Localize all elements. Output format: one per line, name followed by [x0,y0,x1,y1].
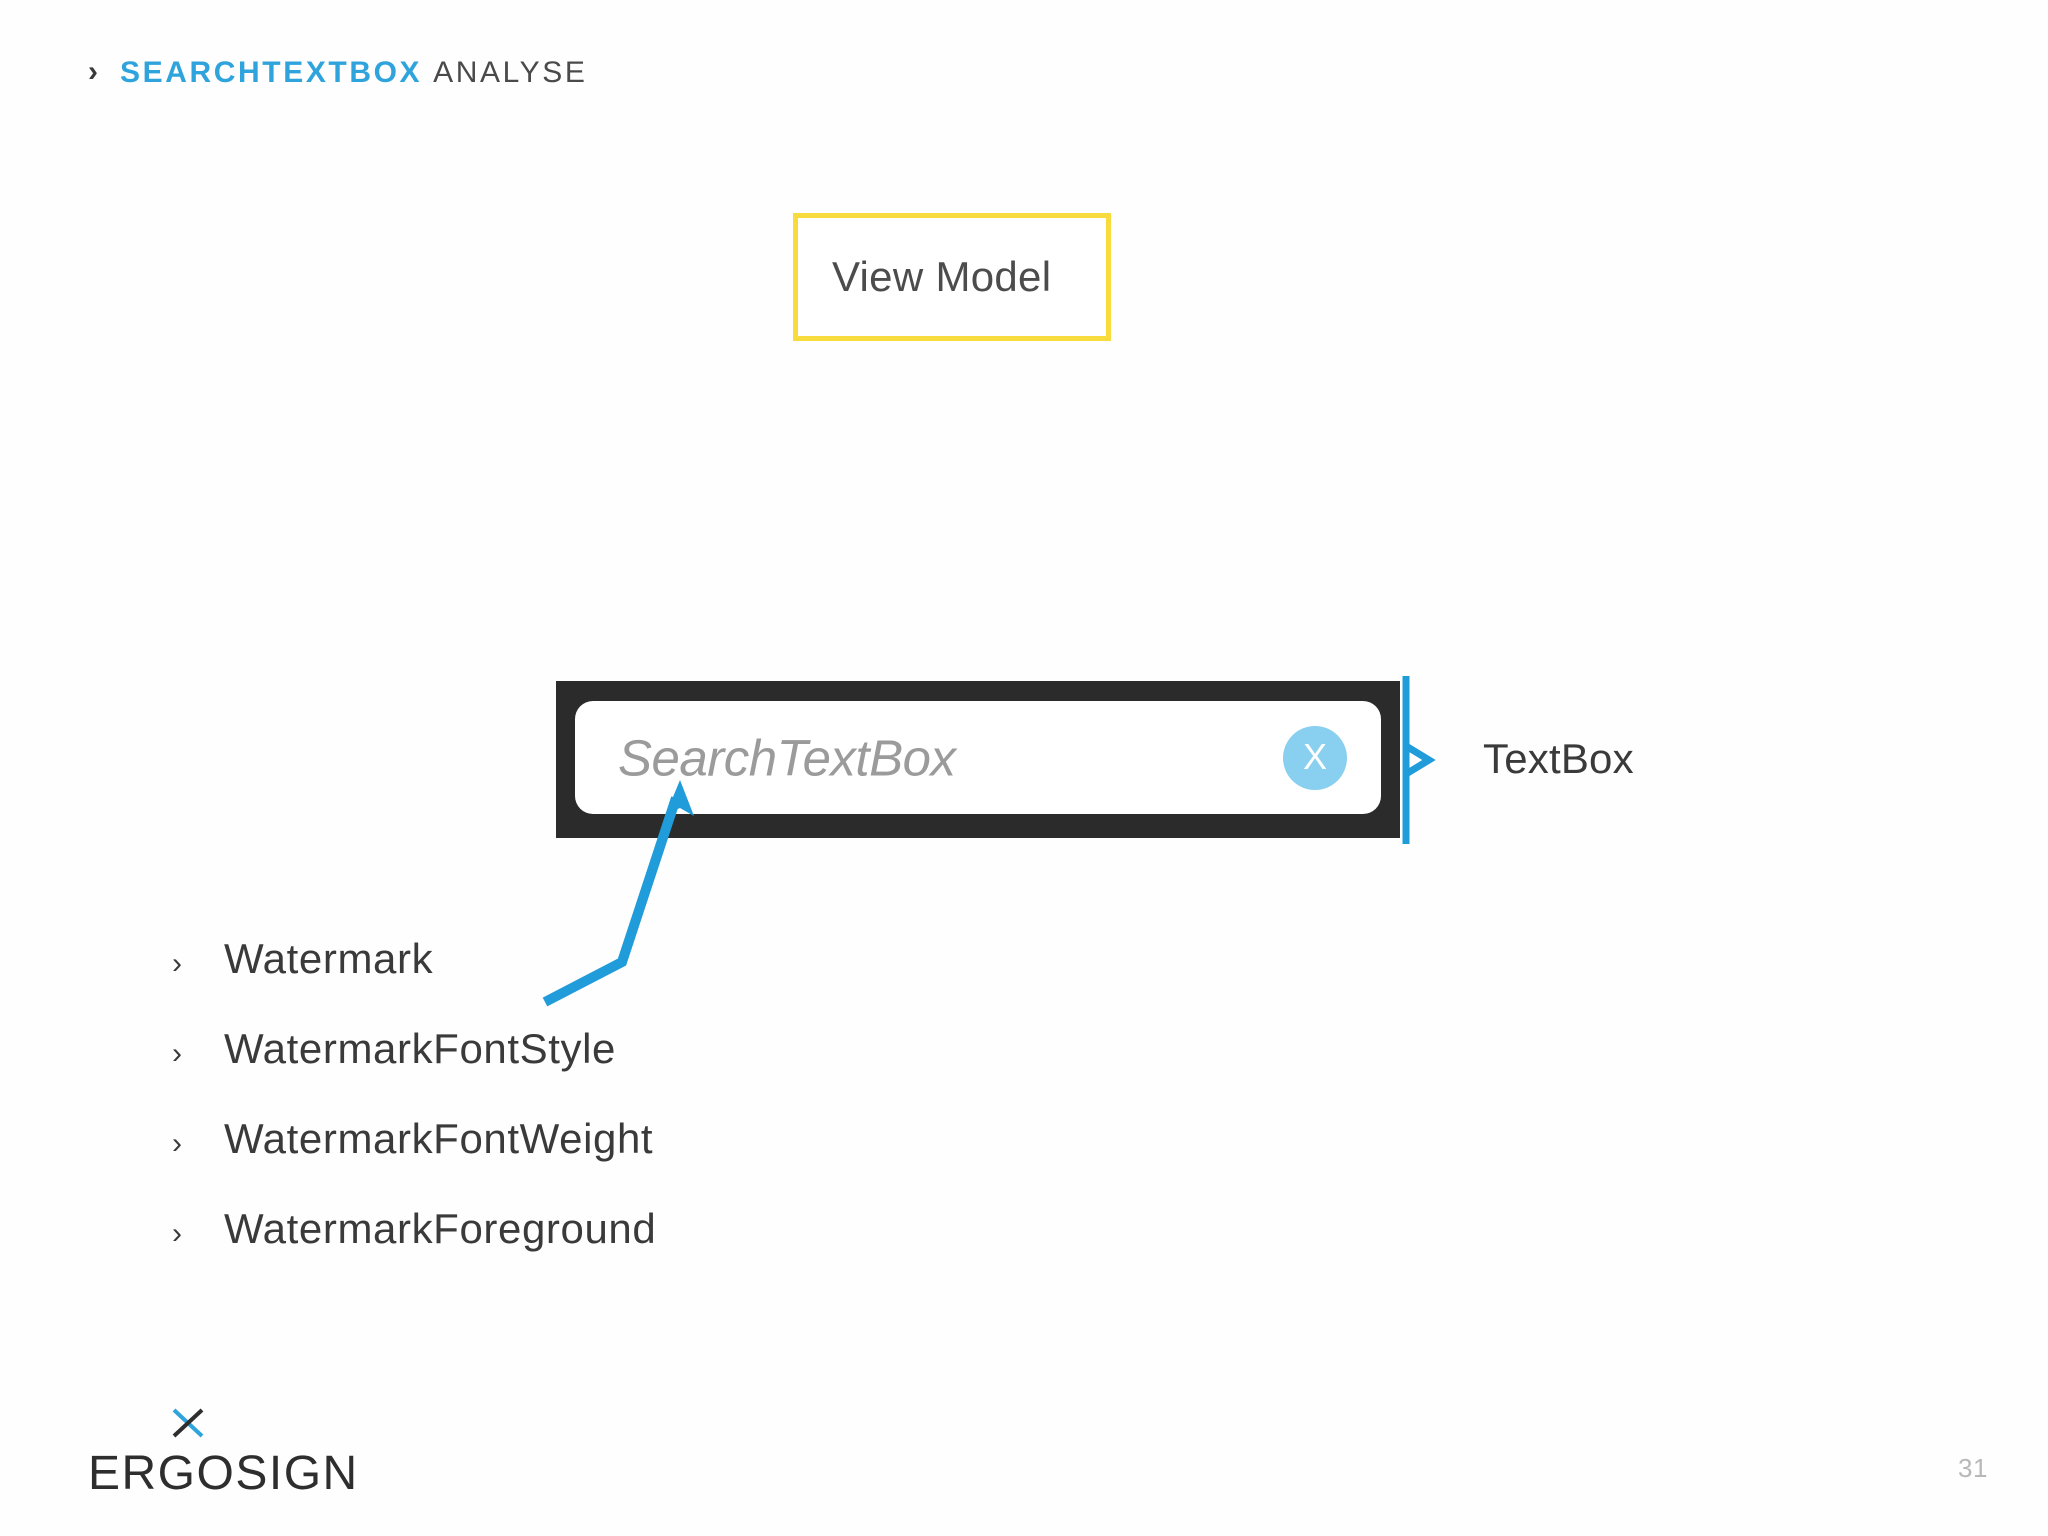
search-input[interactable]: SearchTextBox X [575,701,1381,814]
list-item[interactable]: › Watermark [172,938,656,1028]
textbox-bracket-icon [1402,676,1436,844]
chevron-right-icon: › [172,947,182,980]
page-title-subtitle: ANALYSE [433,56,588,89]
page-title: SEARCHTEXTBOX ANALYSE [120,58,587,88]
list-item[interactable]: › WatermarkFontWeight [172,1118,656,1208]
view-model-label: View Model [832,253,1052,300]
page-number: 31 [1958,1453,1988,1483]
property-list: › Watermark › WatermarkFontStyle › Water… [172,938,656,1298]
ergosign-logo: ERGOSIGN [88,1408,357,1498]
close-icon: X [1302,735,1327,777]
property-label: WatermarkForeground [224,1205,657,1252]
property-label: WatermarkFontStyle [224,1025,616,1072]
logo-wordmark: ERGOSIGN [88,1447,359,1500]
chevron-right-icon: › [172,1217,182,1250]
property-label: WatermarkFontWeight [224,1115,654,1162]
slide-header: › SEARCHTEXTBOX ANALYSE [88,55,587,88]
page-title-light [422,56,433,89]
logo-x-icon [172,1408,204,1438]
view-model-box: View Model [793,213,1111,341]
search-watermark-text: SearchTextBox [618,729,956,786]
list-item[interactable]: › WatermarkForeground [172,1208,656,1298]
clear-search-button[interactable]: X [1283,725,1347,790]
page-title-strong: SEARCHTEXTBOX [120,56,423,89]
chevron-right-icon: › [172,1037,182,1070]
annotation-textbox-label: TextBox [1483,735,1634,782]
property-label: Watermark [224,935,434,982]
list-item[interactable]: › WatermarkFontStyle [172,1028,656,1118]
chevron-right-icon: › [172,1127,182,1160]
search-textbox-frame: SearchTextBox X [556,681,1400,838]
header-chevron-icon: › [88,55,98,88]
